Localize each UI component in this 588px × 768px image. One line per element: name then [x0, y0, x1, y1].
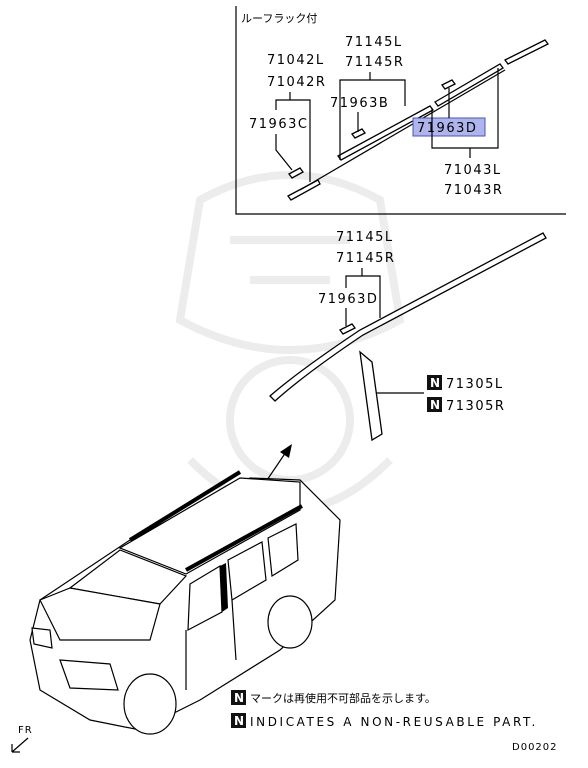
- vehicle-roof-rail-right: [185, 504, 303, 572]
- inset-clip-d: [441, 79, 456, 90]
- inset-rail-front: [287, 179, 321, 201]
- vehicle-front-wheel: [123, 673, 177, 735]
- inset-leader-71042: [275, 92, 311, 182]
- main-part-71963D: 71963D: [318, 292, 378, 307]
- vehicle-roof: [118, 477, 301, 575]
- main-part-71145L: 71145L: [336, 230, 394, 245]
- legend: N マークは再使用不可部品を示します。 N INDICATES A NON-RE…: [231, 690, 538, 729]
- legend-n-mark-jp-letter: N: [234, 691, 244, 705]
- inset-leader-71963C: [275, 134, 293, 171]
- front-direction-indicator: FR: [11, 725, 33, 753]
- inset-rail-rear: [434, 63, 504, 107]
- legend-n-mark-jp: [231, 690, 246, 705]
- vehicle-door-line: [185, 599, 237, 690]
- main-part-71305L: 71305L: [446, 377, 504, 392]
- n-mark-71305L-letter: N: [430, 376, 440, 390]
- inset-part-71043L: 71043L: [444, 163, 502, 178]
- legend-jp-note: マークは再使用不可部品を示します。: [250, 691, 436, 705]
- legend-n-mark-en: [231, 713, 246, 728]
- inset-title: ルーフラック付: [241, 12, 317, 25]
- vehicle-roof-rail-left: [128, 470, 242, 542]
- vehicle-side-window-middle: [227, 541, 267, 601]
- inset-part-71043R: 71043R: [444, 183, 503, 198]
- inset-part-71963D[interactable]: 71963D: [417, 121, 477, 136]
- inset-clip-b: [351, 128, 366, 139]
- inset-leader-71145: [339, 72, 406, 160]
- inset-part-71963B: 71963B: [330, 96, 389, 111]
- assembly-arrow-head: [280, 444, 292, 458]
- inset-part-71145R: 71145R: [345, 55, 404, 70]
- inset-rail-end: [504, 39, 549, 65]
- vehicle-grille: [59, 659, 119, 691]
- inset-part-71042R: 71042R: [267, 75, 326, 90]
- inset-part-71042L: 71042L: [267, 53, 325, 68]
- legend-n-mark-en-letter: N: [234, 714, 244, 728]
- inset-frame: [235, 6, 566, 215]
- fr-arrow-icon: [11, 737, 29, 753]
- inset-clip-c: [288, 167, 304, 179]
- vehicle-hood: [39, 587, 161, 641]
- diagram-code: D00202: [512, 742, 558, 753]
- vehicle-rear-wheel: [267, 595, 313, 649]
- main-leader-71145: [345, 268, 381, 318]
- main-part-71305R: 71305R: [446, 399, 505, 414]
- roof-rack-inset: ルーフラック付 71145L 71145R 71042L 71042R 7196…: [235, 6, 566, 215]
- inset-part-71145L: 71145L: [345, 35, 403, 50]
- vehicle-illustration: [29, 470, 341, 735]
- n-mark-71305R: [427, 397, 442, 412]
- roof-clip-71963D: [339, 323, 356, 335]
- vehicle-pillar-black: [220, 563, 228, 612]
- pillar-garnish: [359, 350, 383, 442]
- roof-moulding-strip: [269, 232, 547, 402]
- watermark-emblem: [175, 171, 405, 514]
- inset-moulding-long: [299, 69, 506, 191]
- vehicle-side-window-rear: [267, 523, 299, 578]
- inset-leader-71043: [431, 68, 499, 158]
- fr-label: FR: [18, 725, 33, 736]
- main-part-71145R: 71145R: [336, 251, 395, 266]
- n-mark-71305L: [427, 375, 442, 390]
- legend-en-note: INDICATES A NON-REUSABLE PART.: [250, 715, 538, 729]
- vehicle-headlight: [31, 627, 53, 649]
- main-assembly: 71145L 71145R 71963D N 71305L N 71305R: [239, 230, 547, 521]
- n-mark-71305R-letter: N: [430, 398, 440, 412]
- inset-part-71963C: 71963C: [249, 117, 308, 132]
